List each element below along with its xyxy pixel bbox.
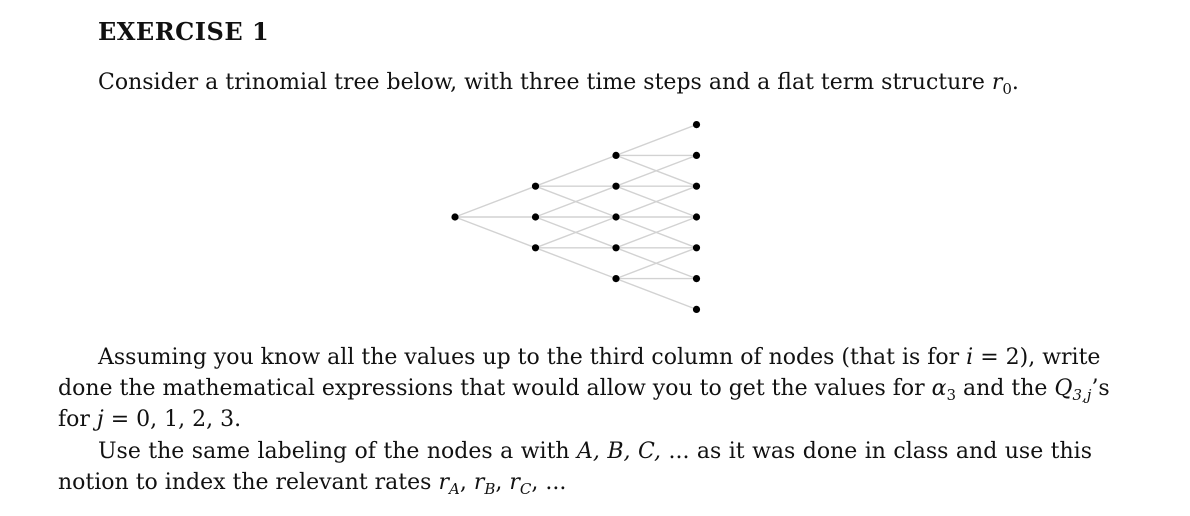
tree-nodes (451, 121, 701, 313)
math-rate-c-subscript: C (519, 480, 532, 498)
tree-node (692, 213, 701, 221)
math-rate-b-subscript: B (484, 480, 496, 498)
tree-node (692, 151, 701, 159)
paragraph-instructions-line-2: notion to index the relevant rates rA, r… (58, 467, 1092, 498)
intro-text-main: Consider a trinomial tree below, with th… (98, 70, 992, 95)
instructions-line-2-end: , ... (531, 470, 567, 495)
question-line-2-mid: and the (956, 376, 1055, 401)
tree-node (692, 275, 701, 283)
tree-node (692, 305, 701, 313)
tree-node (612, 213, 620, 221)
tree-edge (615, 185, 697, 218)
math-rate-c: r (509, 470, 520, 495)
math-r-subscript: 0 (1002, 80, 1012, 98)
math-rate-b: r (473, 470, 485, 495)
paragraph-instructions-line-1: Use the same labeling of the nodes a wit… (58, 436, 1092, 467)
tree-edge (615, 123, 697, 157)
tree-edge (535, 154, 617, 187)
math-j-var: j (96, 407, 104, 432)
paragraph-question-line-3: for j = 0, 1, 2, 3. (58, 404, 1092, 435)
intro-text-end: . (1011, 70, 1019, 95)
math-comma: , (495, 470, 510, 495)
tree-edges (454, 123, 697, 311)
question-line-3-end: = 0, 1, 2, 3. (103, 407, 242, 432)
math-r-var: r (991, 70, 1003, 95)
math-q-subscript: 3,j (1072, 386, 1092, 404)
tree-node (451, 213, 459, 221)
tree-node (531, 244, 540, 252)
tree-edge (615, 154, 697, 187)
math-comma: , (459, 470, 474, 495)
math-q-var: Q (1054, 376, 1073, 401)
instructions-line-1-end: ... as it was done in class and use this (661, 439, 1093, 464)
math-rate-a-subscript: A (448, 480, 460, 498)
tree-edge (615, 277, 697, 311)
paragraph-question-line-2: done the mathematical expressions that w… (58, 373, 1110, 404)
question-line-1-text: Assuming you know all the values up to t… (98, 345, 967, 370)
instructions-line-2-text: notion to index the relevant rates (58, 470, 439, 495)
paragraph-question-line-1: Assuming you know all the values up to t… (58, 342, 1100, 373)
tree-node (612, 275, 620, 283)
math-alpha-var: α (931, 376, 947, 401)
tree-edge (535, 247, 617, 280)
question-line-1-end: = 2), write (973, 345, 1101, 370)
tree-edge (535, 185, 617, 218)
tree-node (692, 244, 701, 252)
math-rate-a: r (438, 470, 449, 495)
paragraph-instructions: Use the same labeling of the nodes a wit… (58, 436, 1092, 498)
tree-node (612, 151, 620, 159)
tree-node (692, 121, 701, 129)
question-line-2-text: done the mathematical expressions that w… (58, 376, 932, 401)
intro-text: Consider a trinomial tree below, with th… (98, 70, 1019, 98)
tree-node (531, 213, 540, 221)
question-line-3-text: for (58, 407, 97, 432)
math-node-labels: A, B, C, (577, 439, 662, 464)
exercise-heading: EXERCISE 1 (98, 17, 270, 46)
tree-edge (615, 247, 697, 280)
paragraph-question: Assuming you know all the values up to t… (58, 342, 1110, 435)
tree-node (612, 244, 620, 252)
instructions-line-1-text: Use the same labeling of the nodes a wit… (98, 439, 578, 464)
tree-node (531, 182, 540, 190)
tree-edge (535, 216, 617, 249)
tree-edge (454, 216, 536, 249)
tree-node (692, 182, 701, 190)
question-line-2-end: ’s (1091, 376, 1110, 401)
math-i-var: i (966, 345, 974, 370)
tree-node (612, 182, 620, 190)
tree-edge (615, 216, 697, 249)
math-alpha-subscript: 3 (946, 386, 957, 404)
tree-edge (454, 185, 536, 218)
